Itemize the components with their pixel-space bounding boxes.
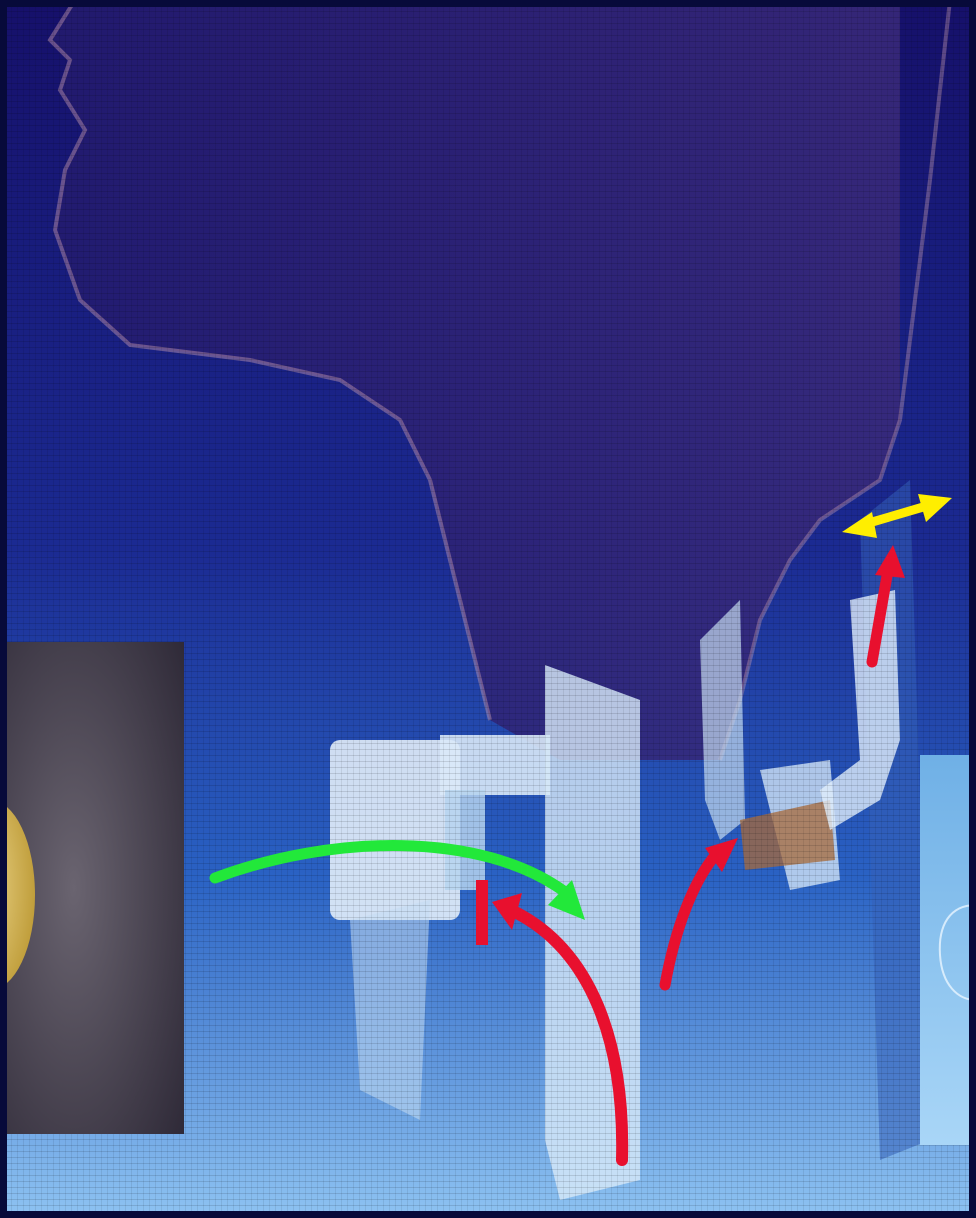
block-bar [476, 880, 488, 945]
right-inset-photo [920, 755, 976, 1145]
left-inset-photo [0, 642, 184, 1134]
